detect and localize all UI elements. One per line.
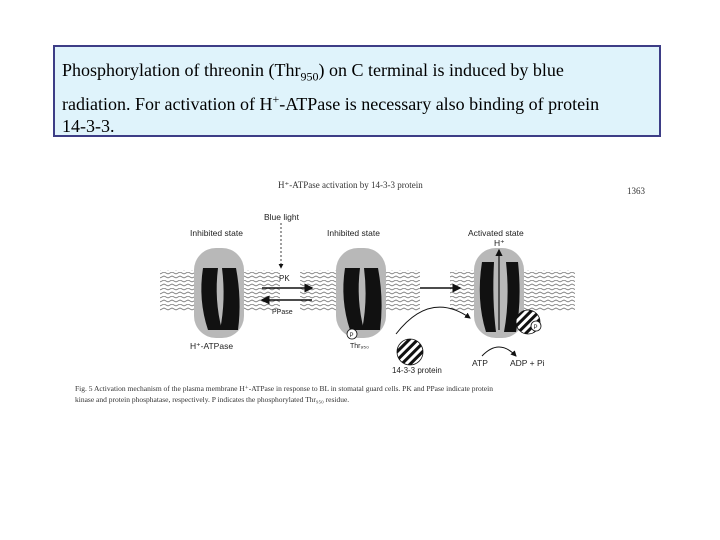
caption-line-2-end: -ATPase is necessary also binding of pro… (279, 93, 600, 114)
label-ppase: PPase (272, 309, 293, 316)
page-number: 1363 (627, 186, 646, 196)
label-adp-pi: ADP + Pi (510, 358, 545, 368)
caption-line-1-end: ) on C terminal is induced by blue (318, 60, 564, 80)
caption-line-2-start: radiation. For activation of H (62, 93, 273, 114)
pump-inhibited-2 (336, 248, 386, 340)
p-marker-1: P (350, 333, 354, 339)
caption-line-2: radiation. For activation of H+-ATPase i… (62, 88, 649, 115)
label-proton: H⁺ (494, 238, 505, 248)
p-marker-2: P (534, 325, 538, 331)
caption-line-1: Phosphorylation of threonin (Thr950) on … (62, 59, 649, 88)
label-pump: H⁺-ATPase (190, 341, 233, 351)
label-atp: ATP (472, 358, 488, 368)
atp-hydrolysis-arrow (481, 346, 517, 357)
label-protein: 14-3-3 protein (392, 366, 442, 375)
caption-line-1-start: Phosphorylation of threonin (Thr (62, 60, 301, 80)
label-pk: PK (279, 274, 290, 283)
pump-inhibited-1 (194, 248, 244, 338)
figure-title: H⁺-ATPase activation by 14-3-3 protein (278, 180, 423, 190)
caption-line-3: 14-3-3. (62, 115, 115, 136)
binding-arrow (395, 306, 471, 335)
label-inhibited-state-2: Inhibited state (327, 228, 380, 238)
figure-caption-line-2: kinase and protein phosphatase, respecti… (75, 395, 349, 404)
caption-box: Phosphorylation of threonin (Thr950) on … (53, 45, 661, 137)
protein-14-3-3 (396, 338, 424, 366)
figure-caption-line-1: Fig. 5 Activation mechanism of the plasm… (75, 384, 493, 393)
h-superscript: + (272, 91, 280, 106)
label-inhibited-state-1: Inhibited state (190, 228, 243, 238)
label-blue-light: Blue light (264, 212, 300, 222)
label-thr: Thr₉₅₀ (350, 343, 369, 350)
label-activated-state: Activated state (468, 228, 524, 238)
thr-subscript: 950 (300, 69, 319, 84)
